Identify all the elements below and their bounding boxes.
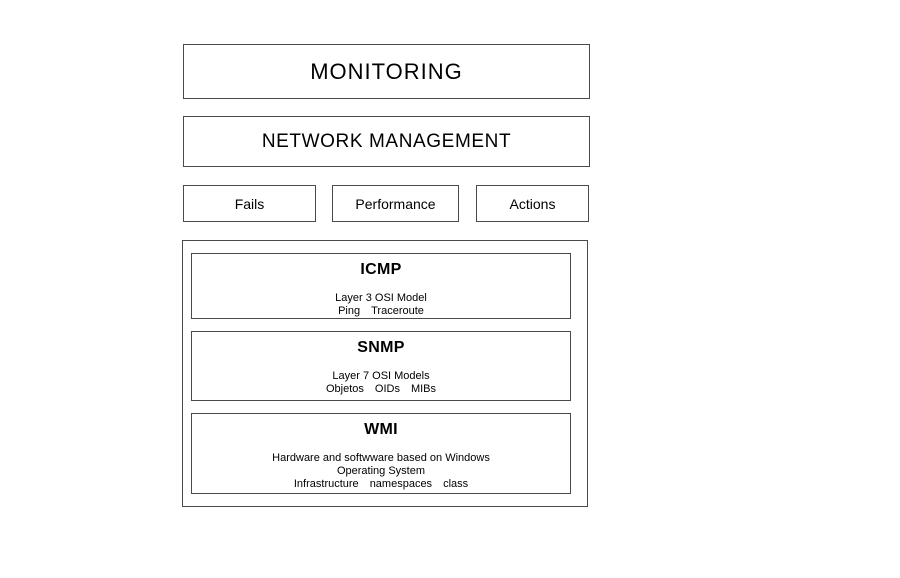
actions-label: Actions (509, 195, 556, 212)
wmi-keyword: namespaces (369, 478, 433, 490)
performance-label: Performance (355, 195, 436, 212)
wmi-description-line: Operating System (336, 465, 426, 477)
actions-box: Actions (476, 185, 589, 222)
icmp-description-line: Layer 3 OSI Model (335, 292, 427, 304)
snmp-keyword: OIDs (374, 383, 400, 395)
wmi-description-line: Hardware and softwware based on Windows (272, 452, 490, 464)
icmp-keyword: Traceroute (371, 305, 424, 317)
snmp-box: SNMP Layer 7 OSI Models Objetos OIDs MIB… (191, 331, 571, 401)
wmi-keyword-row: Infrastructure namespaces class (294, 478, 468, 491)
wmi-box: WMI Hardware and softwware based on Wind… (191, 413, 571, 494)
performance-box: Performance (332, 185, 459, 222)
monitoring-label: MONITORING (310, 58, 463, 84)
icmp-title: ICMP (360, 261, 402, 278)
snmp-keyword: Objetos (325, 383, 364, 395)
snmp-keyword-row: Objetos OIDs MIBs (326, 383, 436, 396)
fails-box: Fails (183, 185, 316, 222)
wmi-keyword: class (443, 478, 469, 490)
wmi-title: WMI (364, 421, 398, 438)
monitoring-box: MONITORING (183, 44, 590, 99)
network-management-box: NETWORK MANAGEMENT (183, 116, 590, 167)
wmi-keyword: Infrastructure (293, 478, 359, 490)
icmp-keyword-row: Ping Traceroute (338, 305, 424, 318)
snmp-keyword: MIBs (410, 383, 437, 395)
fails-label: Fails (234, 195, 265, 212)
snmp-title: SNMP (357, 339, 405, 356)
icmp-box: ICMP Layer 3 OSI Model Ping Traceroute (191, 253, 571, 319)
network-management-label: NETWORK MANAGEMENT (261, 130, 512, 152)
snmp-description-line: Layer 7 OSI Models (332, 370, 430, 382)
icmp-keyword: Ping (338, 305, 361, 317)
